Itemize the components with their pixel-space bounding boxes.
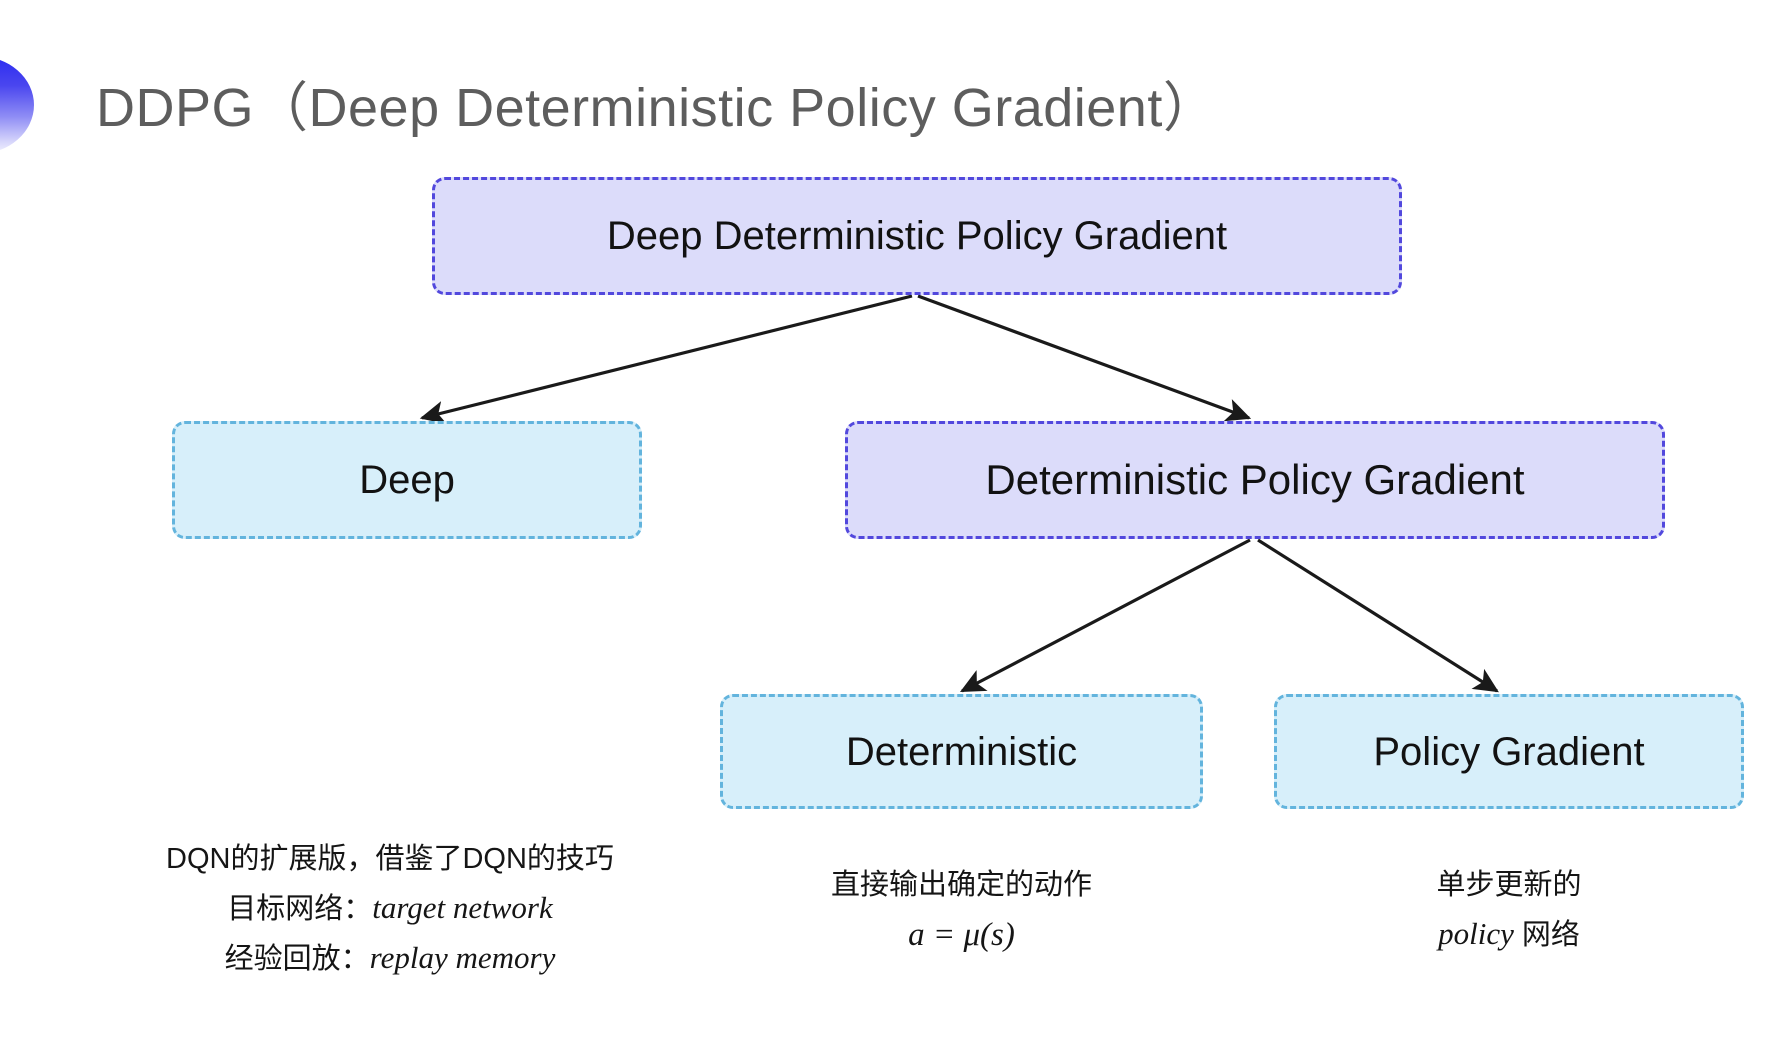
caption-policy-gradient-line-2: policy 网络: [1274, 909, 1744, 959]
node-deterministic[interactable]: Deterministic: [720, 694, 1203, 809]
caption-deep-line-3: 经验回放：replay memory: [100, 933, 680, 983]
caption-deterministic-formula-row: a = μ(s): [720, 909, 1203, 962]
caption-policy-gradient-line-1: 单步更新的: [1274, 862, 1744, 909]
caption-deep-line-1-text: DQN的扩展版，借鉴了DQN的技巧: [166, 843, 614, 875]
caption-policy-gradient-term: policy: [1438, 915, 1514, 951]
edge-root-to-dpg: [917, 294, 1252, 422]
edge-dpg-to-policy-gradient: [1257, 538, 1499, 693]
node-root[interactable]: Deep Deterministic Policy Gradient: [432, 177, 1402, 295]
caption-policy-gradient: 单步更新的 policy 网络: [1274, 862, 1744, 959]
caption-deep-line-2: 目标网络：target network: [100, 883, 680, 933]
caption-deterministic-formula: a = μ(s): [908, 916, 1015, 953]
caption-deep-line-3-term: replay memory: [369, 940, 556, 976]
caption-deep: DQN的扩展版，借鉴了DQN的技巧 目标网络：target network 经验…: [100, 836, 680, 983]
caption-deep-line-2-term: target network: [372, 889, 553, 925]
edge-root-to-deep: [419, 294, 913, 424]
caption-policy-gradient-text: 单步更新的: [1436, 869, 1582, 901]
caption-deterministic-text: 直接输出确定的动作: [830, 869, 1092, 901]
caption-deep-line-2-label: 目标网络：: [227, 892, 373, 925]
caption-deep-line-1: DQN的扩展版，借鉴了DQN的技巧: [100, 836, 680, 883]
caption-deterministic: 直接输出确定的动作 a = μ(s): [720, 862, 1203, 962]
node-deep[interactable]: Deep: [172, 421, 642, 539]
caption-deterministic-line-1: 直接输出确定的动作: [720, 862, 1203, 909]
caption-deep-line-3-label: 经验回放：: [224, 943, 370, 976]
page-title: DDPG（Deep Deterministic Policy Gradient）: [96, 78, 1218, 138]
edge-dpg-to-deterministic: [959, 538, 1251, 693]
node-policy-gradient[interactable]: Policy Gradient: [1274, 694, 1744, 809]
node-deterministic-policy-gradient[interactable]: Deterministic Policy Gradient: [845, 421, 1665, 539]
caption-policy-gradient-suffix: 网络: [1513, 918, 1580, 951]
title-bullet-icon: [0, 56, 34, 154]
